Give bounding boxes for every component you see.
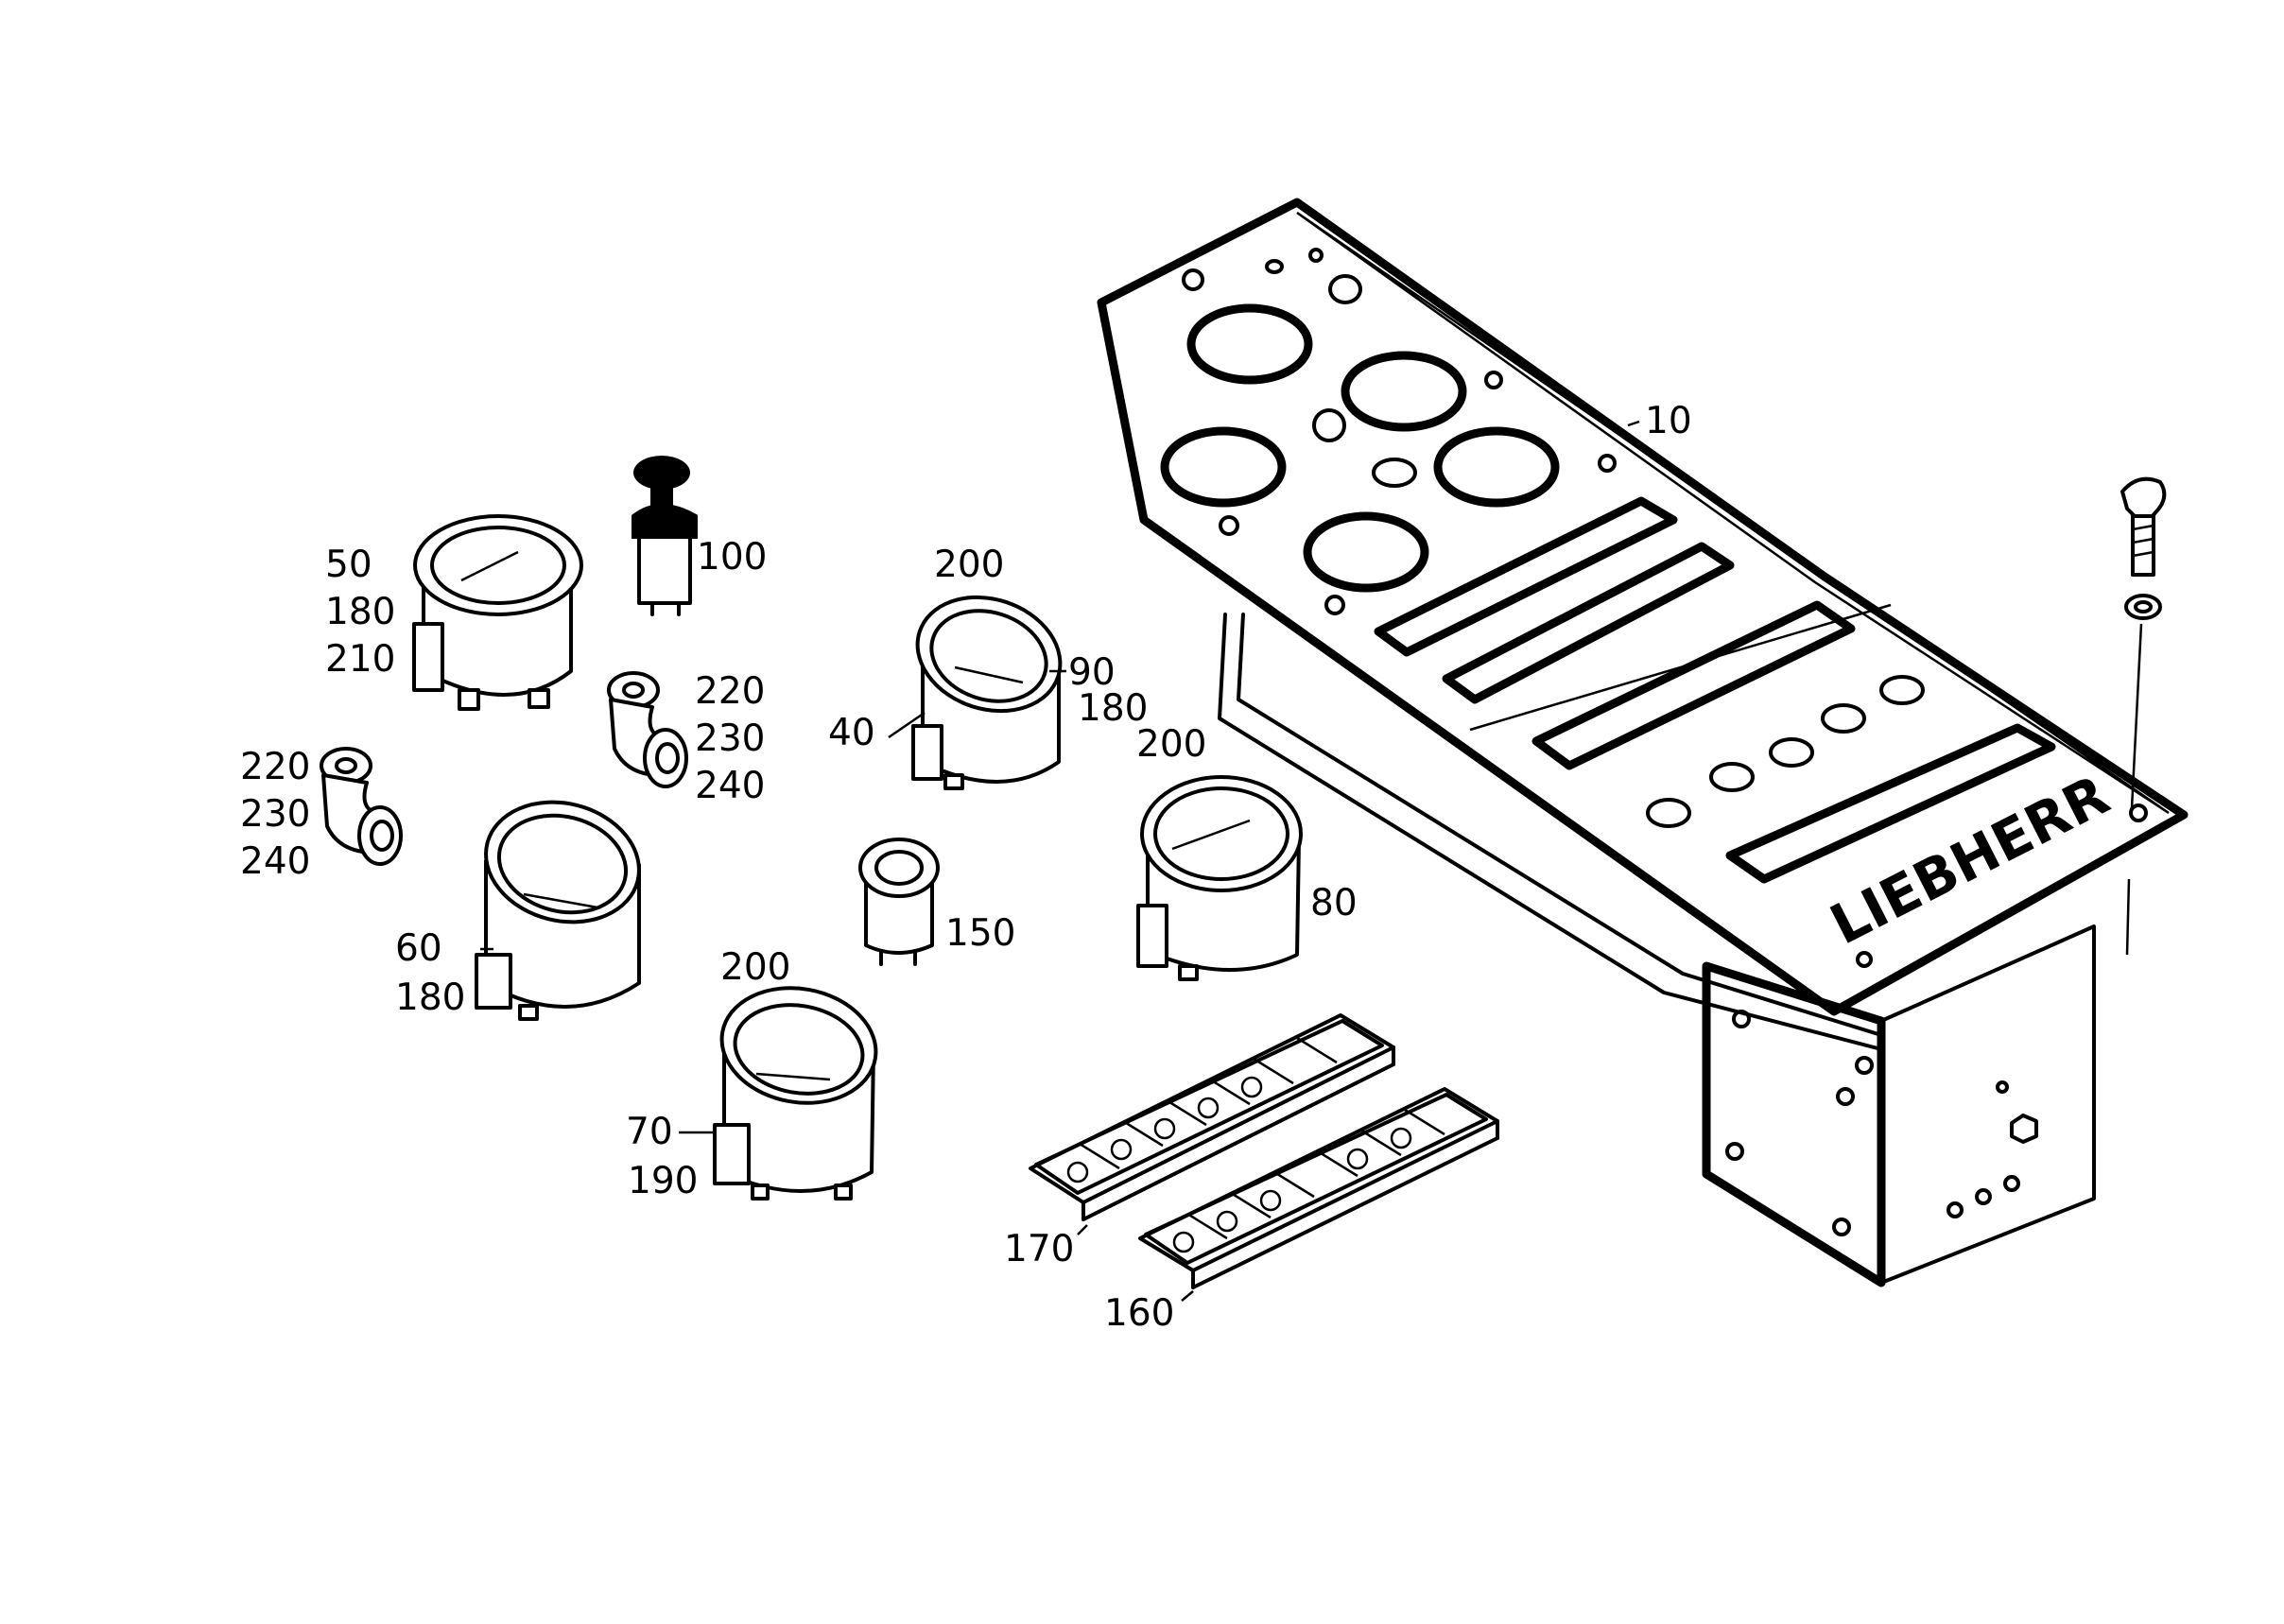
gauge-90 (911, 595, 1063, 790)
callout-150: 150 (945, 912, 1015, 955)
leader-lines (480, 420, 1640, 1302)
elbow-fitting-left (320, 747, 403, 866)
callout-180: 180 (395, 976, 465, 1019)
callout-180: 180 (325, 591, 395, 633)
callout-220: 220 (695, 670, 765, 713)
callout-210: 210 (325, 638, 395, 681)
callout-180: 180 (1078, 687, 1148, 730)
callout-100: 100 (697, 536, 767, 579)
callout-50: 50 (325, 544, 372, 586)
callout-240: 240 (695, 765, 765, 807)
dashboard-panel: LIEBHERR (1097, 198, 2189, 1287)
callout-230: 230 (695, 717, 765, 760)
callout-160: 160 (1104, 1292, 1174, 1335)
callout-80: 80 (1310, 882, 1358, 924)
callout-200: 200 (934, 544, 1004, 586)
bolt-and-washer (2120, 476, 2167, 956)
callout-190: 190 (628, 1160, 698, 1202)
callout-60: 60 (395, 927, 442, 970)
push-button-100 (632, 456, 698, 616)
callout-40: 40 (828, 712, 875, 754)
callout-240: 240 (240, 840, 310, 883)
callout-220: 220 (240, 746, 310, 788)
callout-70: 70 (626, 1111, 673, 1153)
callout-230: 230 (240, 793, 310, 836)
callout-90: 90 (1068, 651, 1116, 694)
callout-labels: 10 50 180 210 100 220 230 240 220 230 24… (240, 400, 1692, 1335)
gauge-80 (1136, 775, 1303, 981)
gauge-70 (713, 986, 878, 1201)
elbow-fitting-right (607, 671, 688, 788)
switch-150 (858, 838, 940, 966)
mounting-bracket (1702, 924, 2096, 1287)
indicator-strip-160 (1138, 1087, 1499, 1289)
indicator-strip-170 (1029, 1013, 1395, 1221)
gauge-60 (475, 800, 641, 1021)
callout-200: 200 (1136, 723, 1206, 766)
callout-10: 10 (1645, 400, 1692, 442)
callout-200: 200 (720, 946, 790, 989)
gauge-50 (412, 514, 583, 711)
callout-170: 170 (1004, 1228, 1074, 1270)
